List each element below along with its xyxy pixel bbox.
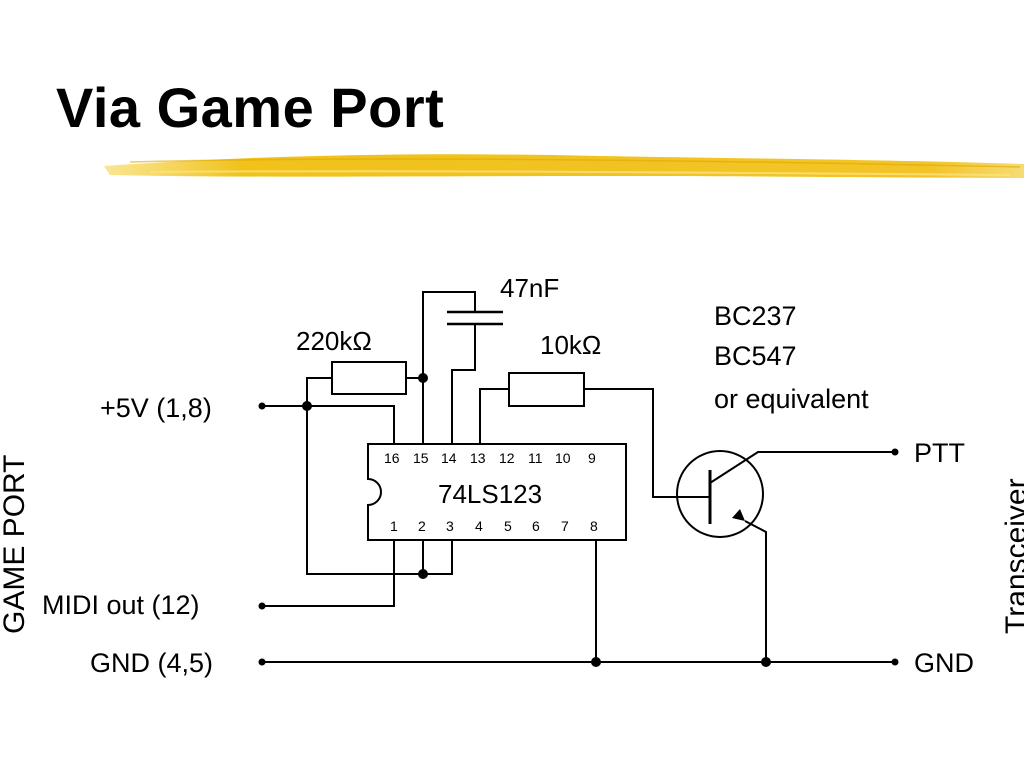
ic-pin-1: 1 bbox=[390, 518, 398, 534]
junction-dots bbox=[302, 373, 771, 667]
ic-pin-12: 12 bbox=[499, 450, 515, 466]
resistor-220k bbox=[331, 361, 407, 395]
transistor-label-2: BC547 bbox=[714, 341, 797, 371]
ic-pin-10: 10 bbox=[555, 450, 571, 466]
resistor-10k-label: 10kΩ bbox=[540, 330, 601, 360]
ic-pin-6: 6 bbox=[532, 518, 540, 534]
ic-pin-5: 5 bbox=[504, 518, 512, 534]
ic-pin-3: 3 bbox=[446, 518, 454, 534]
ic-pin-8: 8 bbox=[590, 518, 598, 534]
ic-pin-7: 7 bbox=[561, 518, 569, 534]
ic-pin-16: 16 bbox=[384, 450, 400, 466]
slide-title: Via Game Port bbox=[56, 76, 445, 139]
gnd-right-label: GND bbox=[914, 648, 974, 678]
capacitor-symbol bbox=[447, 310, 503, 326]
transistor-symbol bbox=[676, 450, 764, 538]
transistor-label-3: or equivalent bbox=[714, 384, 869, 414]
ic-pin-11: 11 bbox=[528, 450, 543, 466]
resistor-10k bbox=[508, 372, 585, 407]
transistor-label-1: BC237 bbox=[714, 301, 797, 331]
ic-body bbox=[367, 443, 627, 541]
plus5v-label: +5V (1,8) bbox=[100, 393, 212, 423]
midi-out-label: MIDI out (12) bbox=[42, 590, 200, 620]
transceiver-label: Transceiver bbox=[1000, 478, 1024, 634]
ic-pin-14: 14 bbox=[441, 450, 457, 466]
ic-pin-4: 4 bbox=[475, 518, 483, 534]
resistor-220k-label: 220kΩ bbox=[296, 326, 372, 356]
terminal-dots bbox=[258, 402, 899, 666]
ic-pin-9: 9 bbox=[588, 450, 596, 466]
title-underline-stroke bbox=[104, 154, 1024, 178]
ptt-label: PTT bbox=[914, 438, 965, 468]
ic-pin-2: 2 bbox=[418, 518, 426, 534]
gnd-left-label: GND (4,5) bbox=[90, 648, 213, 678]
game-port-label: GAME PORT bbox=[0, 455, 31, 634]
ic-pin-13: 13 bbox=[470, 450, 486, 466]
capacitor-label: 47nF bbox=[500, 273, 559, 303]
ic-label: 74LS123 bbox=[438, 479, 542, 509]
ic-pin-15: 15 bbox=[413, 450, 429, 466]
